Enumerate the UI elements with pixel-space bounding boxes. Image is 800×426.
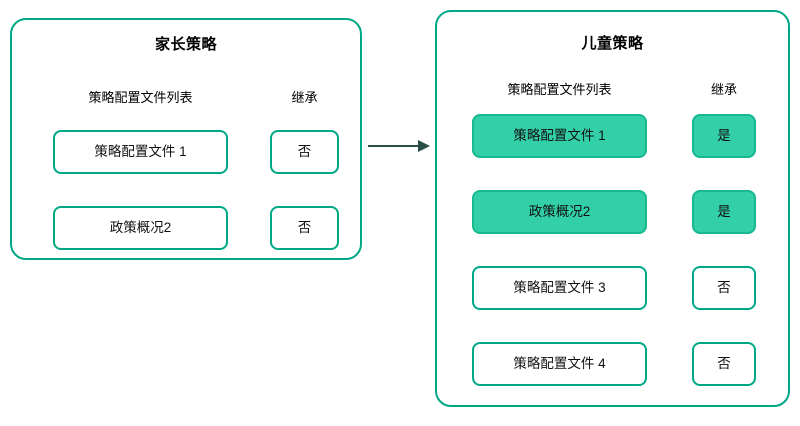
child-profile-chip-4[interactable]: 策略配置文件 4 xyxy=(472,342,647,386)
child-inheritance-chip-2[interactable]: 是 xyxy=(692,190,756,234)
child-inheritance-chip-3[interactable]: 否 xyxy=(692,266,756,310)
parent-inheritance-header: 继承 xyxy=(291,90,318,105)
parent-profile-list-header: 策略配置文件列表 xyxy=(88,90,193,105)
parent-policy-panel: 家长策略 策略配置文件列表 继承 策略配置文件 1 否 政策概况2 否 xyxy=(10,18,362,260)
child-profile-chip-1[interactable]: 策略配置文件 1 xyxy=(472,114,647,158)
child-profile-chip-2[interactable]: 政策概况2 xyxy=(472,190,647,234)
table-row: 策略配置文件 1 是 xyxy=(437,114,788,158)
arrow-right-icon xyxy=(366,132,432,160)
child-inheritance-header: 继承 xyxy=(710,82,737,97)
table-row: 策略配置文件 1 否 xyxy=(12,130,360,174)
table-row: 策略配置文件 3 否 xyxy=(437,266,788,310)
parent-policy-title: 家长策略 xyxy=(154,36,217,53)
child-inheritance-chip-4[interactable]: 否 xyxy=(692,342,756,386)
table-row: 政策概况2 否 xyxy=(12,206,360,250)
parent-profile-chip-2[interactable]: 政策概况2 xyxy=(53,206,228,250)
parent-inheritance-chip-2[interactable]: 否 xyxy=(270,206,339,250)
parent-profile-chip-1[interactable]: 策略配置文件 1 xyxy=(53,130,228,174)
child-profile-list-header: 策略配置文件列表 xyxy=(507,82,612,97)
parent-inheritance-chip-1[interactable]: 否 xyxy=(270,130,339,174)
child-policy-panel: 儿童策略 策略配置文件列表 继承 策略配置文件 1 是 政策概况2 是 策略配置… xyxy=(435,10,790,407)
child-inheritance-chip-1[interactable]: 是 xyxy=(692,114,756,158)
table-row: 政策概况2 是 xyxy=(437,190,788,234)
table-row: 策略配置文件 4 否 xyxy=(437,342,788,386)
child-profile-chip-3[interactable]: 策略配置文件 3 xyxy=(472,266,647,310)
child-policy-title: 儿童策略 xyxy=(581,35,644,52)
